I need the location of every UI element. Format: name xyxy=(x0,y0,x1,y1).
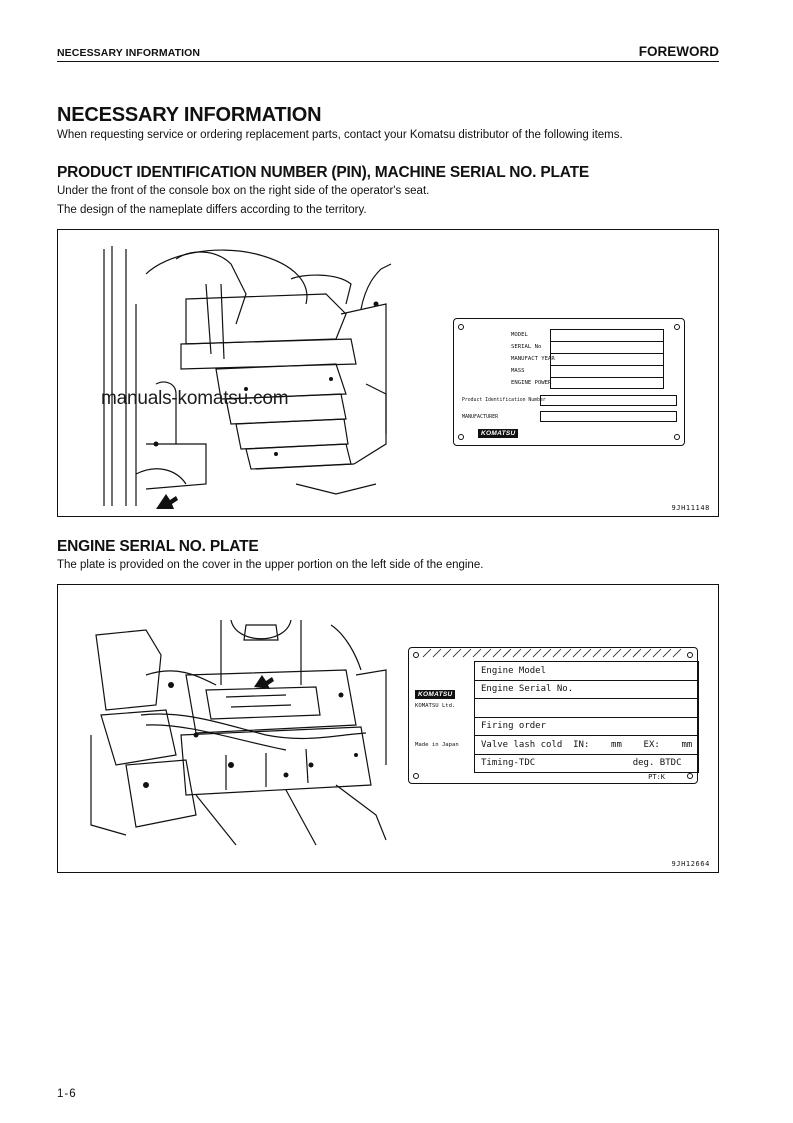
komatsu-logo: KOMATSU xyxy=(415,690,456,699)
plate-label-pin: Product Identification Number xyxy=(462,398,546,403)
plate-label-model: MODEL xyxy=(511,332,528,338)
engine-figure: KOMATSU KOMATSU Ltd. Made in Japan Engin… xyxy=(57,584,719,873)
intro-text: When requesting service or ordering repl… xyxy=(57,129,623,141)
plate-manufacturer-box xyxy=(540,411,677,422)
pin-section-line1: Under the front of the console box on th… xyxy=(57,185,430,197)
screw-icon xyxy=(413,652,419,658)
engine-section-heading: ENGINE SERIAL NO. PLATE xyxy=(57,538,259,555)
engine-plate-row: Firing order xyxy=(473,716,700,736)
plate-company: KOMATSU Ltd. xyxy=(415,703,456,709)
pin-figure: MODEL SERIAL No MANUFACT YEAR MASS ENGIN… xyxy=(57,229,719,517)
pin-section-line2: The design of the nameplate differs acco… xyxy=(57,204,367,216)
engine-plate-row: Engine Serial No. xyxy=(473,679,700,699)
engine-drawing xyxy=(90,619,387,846)
engine-plate-row xyxy=(473,698,700,718)
screw-icon xyxy=(674,324,680,330)
screw-icon xyxy=(413,773,419,779)
plate-label-engine-power: ENGINE POWER xyxy=(511,380,552,386)
plate-made-in: Made in Japan xyxy=(415,742,459,748)
engine-plate-row: Valve lash cold IN: mm EX: mm xyxy=(473,735,700,755)
komatsu-logo: KOMATSU xyxy=(478,429,519,438)
pin-section-heading: PRODUCT IDENTIFICATION NUMBER (PIN), MAC… xyxy=(57,164,590,181)
screw-icon xyxy=(674,434,680,440)
watermark: manuals-komatsu.com xyxy=(101,388,289,409)
screw-icon xyxy=(687,773,693,779)
plate-pin-box xyxy=(540,395,677,406)
machine-serial-plate: MODEL SERIAL No MANUFACT YEAR MASS ENGIN… xyxy=(453,318,685,446)
engine-section-line1: The plate is provided on the cover in th… xyxy=(57,559,484,571)
page-title: NECESSARY INFORMATION xyxy=(57,104,322,126)
plate-label-manufacturer: MANUFACTURER xyxy=(462,414,499,420)
figure-code: 9JH12664 xyxy=(671,860,710,868)
plate-value-grid xyxy=(550,329,664,389)
plate-label-serial: SERIAL No xyxy=(511,344,542,350)
figure-code: 9JH11148 xyxy=(671,504,710,512)
engine-plate-table: Engine Model Engine Serial No. Firing or… xyxy=(473,661,700,773)
screw-icon xyxy=(687,652,693,658)
page-number: 1-6 xyxy=(57,1088,77,1100)
header-section-title: NECESSARY INFORMATION xyxy=(57,47,201,59)
header-chapter-title: FOREWORD xyxy=(638,44,719,59)
page-header: NECESSARY INFORMATION FOREWORD xyxy=(57,42,719,62)
plate-pt-code: PT:K xyxy=(648,773,665,781)
plate-label-year: MANUFACT YEAR xyxy=(511,356,555,362)
screw-icon xyxy=(458,434,464,440)
location-arrow-icon xyxy=(156,494,178,509)
engine-serial-plate: KOMATSU KOMATSU Ltd. Made in Japan Engin… xyxy=(408,647,700,784)
plate-label-mass: MASS xyxy=(511,368,525,374)
screw-icon xyxy=(458,324,464,330)
engine-plate-row: Timing-TDC deg. BTDC xyxy=(473,753,700,773)
location-arrow-icon xyxy=(254,675,274,689)
hatch-border xyxy=(422,648,682,658)
engine-plate-row: Engine Model xyxy=(473,661,700,681)
operator-seat-drawing xyxy=(103,246,392,509)
